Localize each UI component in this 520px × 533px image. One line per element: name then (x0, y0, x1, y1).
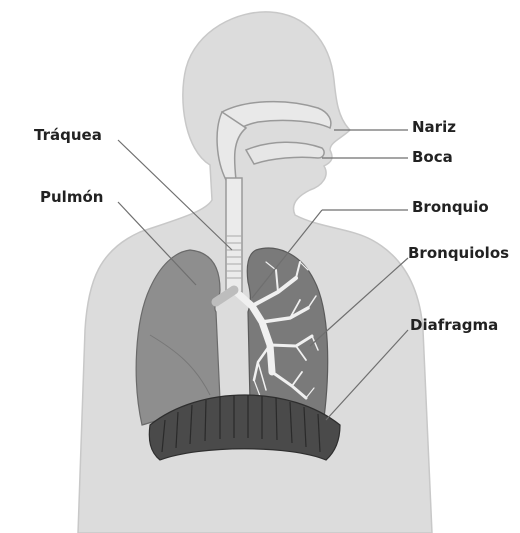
label-nariz: Nariz (412, 118, 456, 136)
label-bronquiolos: Bronquiolos (408, 244, 509, 262)
label-boca: Boca (412, 148, 453, 166)
trachea (226, 178, 242, 292)
label-bronquio: Bronquio (412, 198, 489, 216)
label-traquea: Tráquea (34, 126, 102, 144)
label-diafragma: Diafragma (410, 316, 498, 334)
label-pulmon: Pulmón (40, 188, 103, 206)
